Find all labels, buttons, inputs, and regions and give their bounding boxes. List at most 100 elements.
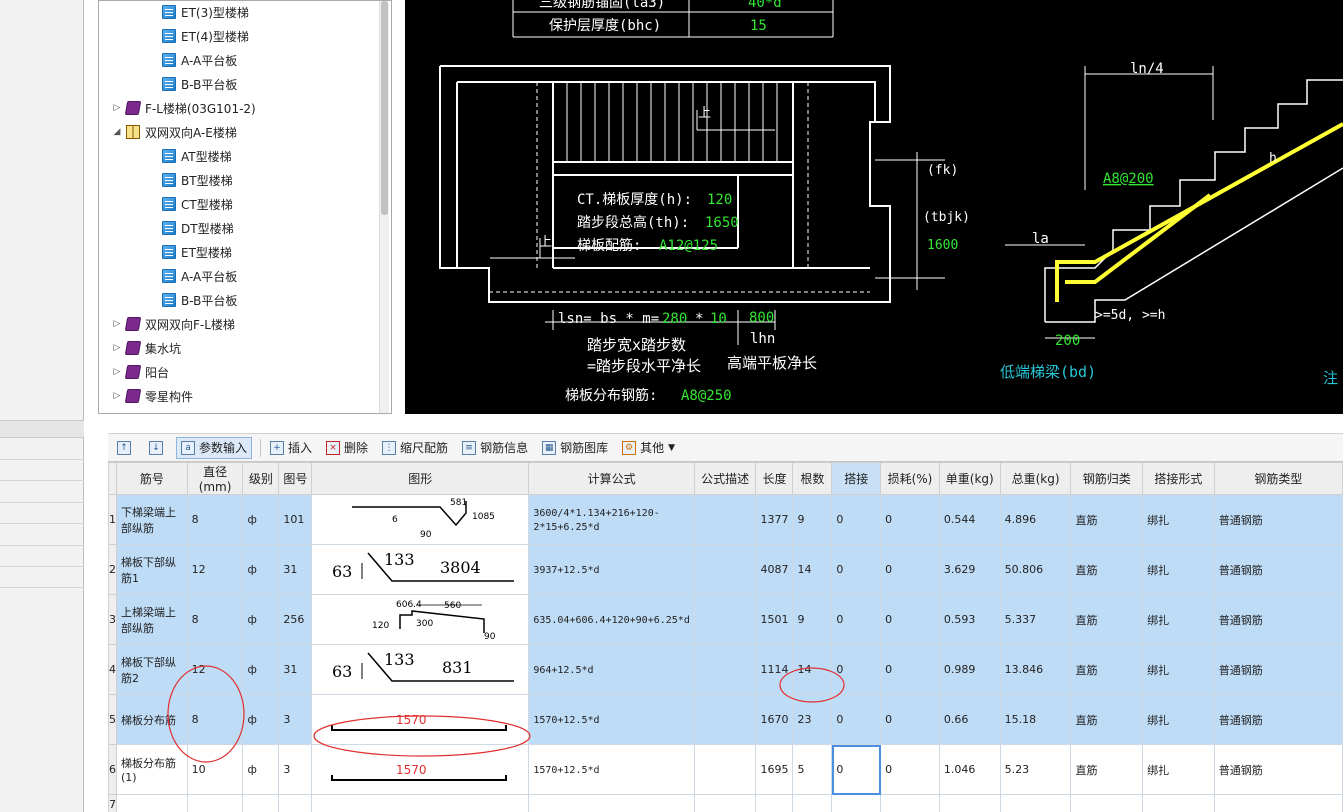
cell-length[interactable]: 4087 — [755, 544, 794, 595]
col-header-category[interactable]: 钢筋归类 — [1070, 462, 1144, 495]
cell-formula-desc[interactable] — [693, 494, 757, 545]
tree-item[interactable]: A-A平台板 — [147, 49, 237, 71]
cell-loss[interactable]: 0 — [880, 494, 940, 545]
cell-formula[interactable]: 3937+12.5*d — [528, 544, 695, 595]
cell-shape[interactable]: 581 1085 6 90 — [311, 494, 530, 545]
cell-lap-form[interactable]: 绑扎 — [1142, 544, 1215, 595]
cell-lap-form[interactable]: 绑扎 — [1142, 594, 1215, 645]
cell-category[interactable]: 直筋 — [1070, 594, 1144, 645]
cell-length[interactable]: 1114 — [755, 644, 794, 695]
col-header-formula[interactable]: 计算公式 — [528, 462, 695, 495]
col-header-lap-form[interactable]: 搭接形式 — [1142, 462, 1215, 495]
table-row[interactable]: 2 梯板下部纵筋1 12 ф 31 63 133 3804 — [108, 544, 1343, 595]
collapse-arrow-icon[interactable]: ◢ — [113, 127, 121, 137]
expand-arrow-icon[interactable]: ▷ — [113, 343, 121, 353]
tree-item[interactable]: ▷F-L楼梯(03G101-2) — [111, 97, 256, 119]
delete-button[interactable]: ×删除 — [321, 437, 373, 459]
cell-grade[interactable]: ф — [242, 594, 280, 645]
cell-formula[interactable]: 964+12.5*d — [528, 644, 695, 695]
tree-item[interactable]: ▷集水坑 — [111, 337, 181, 359]
col-header-unit-weight[interactable]: 单重(kg) — [938, 462, 1001, 495]
cell-lap[interactable]: 0 — [831, 544, 882, 595]
cell-fig-no[interactable]: 31 — [278, 544, 313, 595]
expand-arrow-icon[interactable]: ▷ — [113, 103, 121, 113]
cell-rebar-type[interactable]: 普通钢筋 — [1213, 744, 1343, 795]
col-header-grade[interactable]: 级别 — [242, 462, 280, 495]
cell-rebar-type[interactable]: 普通钢筋 — [1213, 494, 1343, 545]
table-row[interactable]: 1 下梯梁端上部纵筋 8 ф 101 581 1085 6 90 — [108, 494, 1343, 545]
cell-shape[interactable]: 63 133 3804 — [311, 544, 530, 595]
col-header-bar-no[interactable]: 筋号 — [116, 462, 188, 495]
cell-count[interactable]: 9 — [792, 494, 833, 545]
tree-item[interactable]: ▷零星构件 — [111, 385, 193, 407]
table-row[interactable]: 6 梯板分布筋(1) 10 ф 3 1570 1570+12.5*d 1695 … — [108, 744, 1343, 795]
cell-length[interactable]: 1695 — [755, 744, 794, 795]
cell-formula-desc[interactable] — [693, 694, 757, 745]
cell-grade[interactable]: ф — [242, 494, 280, 545]
col-header-total-weight[interactable]: 总重(kg) — [999, 462, 1072, 495]
cell-diameter[interactable]: 10 — [186, 744, 244, 795]
cell-loss[interactable]: 0 — [880, 694, 940, 745]
cell-diameter[interactable]: 8 — [186, 694, 244, 745]
rebar-library-button[interactable]: ▦钢筋图库 — [537, 437, 613, 459]
tree-item[interactable]: B-B平台板 — [147, 73, 237, 95]
cell-rebar-type[interactable]: 普通钢筋 — [1213, 594, 1343, 645]
cell-rebar-type[interactable]: 普通钢筋 — [1213, 694, 1343, 745]
rebar-grid[interactable]: 筋号 直径(mm) 级别 图号 图形 计算公式 公式描述 长度 根数 搭接 损耗… — [108, 461, 1343, 812]
cell-count[interactable]: 14 — [792, 544, 833, 595]
cell-fig-no[interactable]: 3 — [278, 694, 313, 745]
cell-bar-no[interactable]: 下梯梁端上部纵筋 — [116, 494, 188, 545]
cell-category[interactable]: 直筋 — [1070, 744, 1144, 795]
cell-bar-no[interactable]: 梯板下部纵筋1 — [116, 544, 188, 595]
insert-button[interactable]: +插入 — [265, 437, 317, 459]
cell-grade[interactable]: ф — [242, 544, 280, 595]
cell-lap-editing[interactable]: 0 — [831, 744, 882, 795]
cell-lap-form[interactable]: 绑扎 — [1142, 494, 1215, 545]
tree-item[interactable]: DT型楼梯 — [147, 217, 234, 239]
cell-lap-form[interactable]: 绑扎 — [1142, 644, 1215, 695]
tree-item[interactable]: ▷双网双向F-L楼梯 — [111, 313, 235, 335]
expand-arrow-icon[interactable]: ▷ — [113, 319, 121, 329]
cell-count[interactable]: 14 — [792, 644, 833, 695]
tree-item[interactable]: B-B平台板 — [147, 289, 237, 311]
cell-lap-form[interactable]: 绑扎 — [1142, 744, 1215, 795]
cell-bar-no[interactable]: 上梯梁端上部纵筋 — [116, 594, 188, 645]
tree-item[interactable]: CT型楼梯 — [147, 193, 233, 215]
col-header-formula-desc[interactable]: 公式描述 — [693, 462, 757, 495]
cell-diameter[interactable]: 12 — [186, 644, 244, 695]
cell-formula-desc[interactable] — [693, 594, 757, 645]
move-down-button[interactable]: ↓ — [144, 437, 172, 459]
cell-shape[interactable]: 1570 — [311, 694, 530, 745]
table-row[interactable]: 4 梯板下部纵筋2 12 ф 31 63 133 831 9 — [108, 644, 1343, 695]
tree-item[interactable]: AT型楼梯 — [147, 145, 232, 167]
cell-lap-form[interactable]: 绑扎 — [1142, 694, 1215, 745]
col-header-shape[interactable]: 图形 — [311, 462, 530, 495]
cell-formula[interactable]: 3600/4*1.134+216+120-2*15+6.25*d — [528, 494, 695, 545]
col-header-count[interactable]: 根数 — [792, 462, 833, 495]
cell-diameter[interactable]: 8 — [186, 494, 244, 545]
tree-item[interactable]: BT型楼梯 — [147, 169, 233, 191]
other-menu-button[interactable]: ⚙其他▼ — [617, 437, 680, 459]
rebar-info-button[interactable]: ≡钢筋信息 — [457, 437, 533, 459]
cell-loss[interactable]: 0 — [880, 544, 940, 595]
cell-length[interactable]: 1501 — [755, 594, 794, 645]
cell-formula[interactable]: 635.04+606.4+120+90+6.25*d — [528, 594, 695, 645]
table-row[interactable]: 3 上梯梁端上部纵筋 8 ф 256 606.4 560 120 300 — [108, 594, 1343, 645]
cell-lap[interactable]: 0 — [831, 494, 882, 545]
cell-fig-no[interactable]: 101 — [278, 494, 313, 545]
cell-shape[interactable]: 63 133 831 — [311, 644, 530, 695]
cell-grade[interactable]: ф — [242, 694, 280, 745]
tree-scrollbar-thumb[interactable] — [381, 1, 388, 215]
cell-shape[interactable]: 606.4 560 120 300 90 — [311, 594, 530, 645]
cell-fig-no[interactable]: 256 — [278, 594, 313, 645]
cell-shape[interactable]: 1570 — [311, 744, 530, 795]
cell-grade[interactable]: ф — [242, 644, 280, 695]
scale-rebar-button[interactable]: ⋮缩尺配筋 — [377, 437, 453, 459]
cell-formula-desc[interactable] — [693, 644, 757, 695]
tree-item[interactable]: ET(4)型楼梯 — [147, 25, 249, 47]
col-header-length[interactable]: 长度 — [755, 462, 794, 495]
cell-bar-no[interactable]: 梯板分布筋 — [116, 694, 188, 745]
cell-loss[interactable]: 0 — [880, 744, 940, 795]
tree-item[interactable]: ET(3)型楼梯 — [147, 1, 249, 23]
